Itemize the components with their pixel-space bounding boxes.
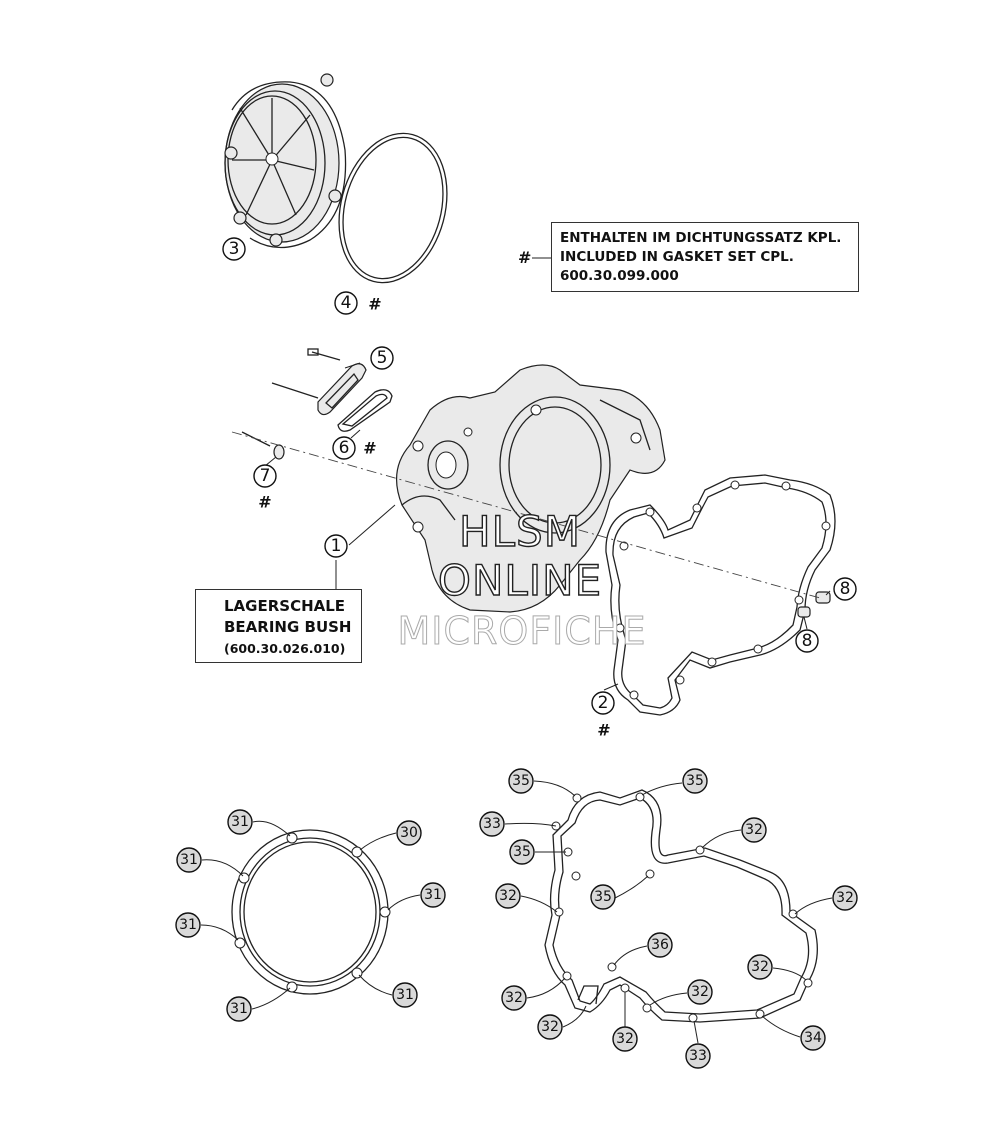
svg-text:31: 31 xyxy=(231,814,249,830)
callout-32-lower-center: 32 xyxy=(687,979,713,1005)
callout-32-upper-right: 32 xyxy=(741,817,767,843)
svg-text:31: 31 xyxy=(424,887,442,903)
svg-text:2: 2 xyxy=(598,693,609,713)
watermark-line-3: MICROFICHE xyxy=(397,609,647,654)
callout-32-bottom-left: 32 xyxy=(537,1014,563,1040)
callout-36: 36 xyxy=(647,932,673,958)
gasket-note-marker: # xyxy=(518,248,532,267)
callout-part-4: 4 xyxy=(334,291,358,315)
callout-35-center: 35 xyxy=(590,884,616,910)
callout-33-upper: 33 xyxy=(479,811,505,837)
svg-text:31: 31 xyxy=(179,917,197,933)
callout-part-1: 1 xyxy=(324,534,348,558)
gasket-set-note: ENTHALTEN IM DICHTUNGSSATZ KPL. INCLUDED… xyxy=(551,222,859,292)
svg-text:35: 35 xyxy=(686,773,704,789)
cover-gasket-torque-drawing xyxy=(544,789,818,1023)
callout-31-top: 31 xyxy=(227,809,253,835)
gasket-note-line-1: ENTHALTEN IM DICHTUNGSSATZ KPL. xyxy=(560,230,842,246)
callout-part-6: 6 xyxy=(332,436,356,460)
callout-31-left-upper: 31 xyxy=(176,847,202,873)
svg-text:1: 1 xyxy=(331,536,342,556)
gasket-note-line-3: 600.30.099.000 xyxy=(560,268,679,284)
assembly-axis-line xyxy=(231,431,821,599)
hash-mark-part-2: # xyxy=(597,721,610,740)
svg-text:33: 33 xyxy=(483,816,501,832)
svg-text:35: 35 xyxy=(594,889,612,905)
svg-text:32: 32 xyxy=(499,888,517,904)
svg-text:30: 30 xyxy=(400,825,418,841)
svg-text:31: 31 xyxy=(180,852,198,868)
svg-text:32: 32 xyxy=(745,822,763,838)
hash-mark-part-4: # xyxy=(368,295,381,314)
callout-35-left: 35 xyxy=(509,839,535,865)
dowel-sleeve-drawing xyxy=(797,591,831,618)
callout-part-8-upper: 8 xyxy=(833,577,857,601)
clutch-gasket-torque-drawing xyxy=(231,829,391,995)
callout-35-top-left: 35 xyxy=(508,768,534,794)
callout-31-bottom-left: 31 xyxy=(226,996,252,1022)
small-gasket-drawing xyxy=(337,389,393,432)
callout-32-left: 32 xyxy=(495,883,521,909)
svg-text:32: 32 xyxy=(541,1019,559,1035)
clutch-cover-drawing xyxy=(224,73,347,249)
callout-31-right: 31 xyxy=(420,882,446,908)
svg-text:32: 32 xyxy=(505,990,523,1006)
svg-text:4: 4 xyxy=(341,293,352,313)
svg-text:8: 8 xyxy=(802,631,813,651)
svg-text:36: 36 xyxy=(651,937,669,953)
bush-note-line-1: LAGERSCHALE xyxy=(224,597,346,615)
callout-32-right-mid: 32 xyxy=(747,954,773,980)
gasket-note-line-2: INCLUDED IN GASKET SET CPL. xyxy=(560,249,794,265)
svg-text:33: 33 xyxy=(689,1048,707,1064)
hash-mark-part-6: # xyxy=(363,439,376,458)
callout-part-5: 5 xyxy=(370,346,394,370)
svg-text:6: 6 xyxy=(339,438,350,458)
svg-text:35: 35 xyxy=(512,773,530,789)
watermark-line-2: ONLINE xyxy=(437,555,603,605)
svg-text:32: 32 xyxy=(616,1031,634,1047)
svg-text:32: 32 xyxy=(836,890,854,906)
small-cover-drawing xyxy=(271,348,367,416)
callout-32-far-right: 32 xyxy=(832,885,858,911)
svg-text:5: 5 xyxy=(377,348,388,368)
callout-34: 34 xyxy=(800,1025,826,1051)
callout-32-lower-left: 32 xyxy=(501,985,527,1011)
callout-part-2: 2 xyxy=(591,691,615,715)
o-ring-drawing xyxy=(338,132,448,284)
svg-text:35: 35 xyxy=(513,844,531,860)
watermark-line-1: HLSM xyxy=(458,506,581,556)
callout-32-bottom-center: 32 xyxy=(612,1026,638,1052)
callout-31-bottom-right: 31 xyxy=(392,982,418,1008)
callout-part-8-lower: 8 xyxy=(795,629,819,653)
svg-text:7: 7 xyxy=(260,466,271,486)
callout-part-7: 7 xyxy=(253,464,277,488)
callout-31-left-lower: 31 xyxy=(175,912,201,938)
callout-35-top-right: 35 xyxy=(682,768,708,794)
svg-text:3: 3 xyxy=(229,239,240,259)
leader-lines xyxy=(200,257,833,1044)
svg-text:8: 8 xyxy=(840,579,851,599)
main-cover-drawing xyxy=(396,364,666,613)
svg-text:32: 32 xyxy=(691,984,709,1000)
svg-text:31: 31 xyxy=(230,1001,248,1017)
callout-part-3: 3 xyxy=(222,237,246,261)
svg-text:31: 31 xyxy=(396,987,414,1003)
callout-30: 30 xyxy=(396,820,422,846)
callout-33-bottom: 33 xyxy=(685,1043,711,1069)
bush-note-line-2: BEARING BUSH xyxy=(224,618,352,636)
svg-text:32: 32 xyxy=(751,959,769,975)
bearing-bush-note: LAGERSCHALE BEARING BUSH (600.30.026.010… xyxy=(195,589,362,663)
hash-mark-part-7: # xyxy=(258,493,271,512)
screw-washer-drawing xyxy=(241,431,285,460)
bush-note-line-3: (600.30.026.010) xyxy=(224,641,346,656)
cover-gasket-drawing xyxy=(605,474,836,716)
svg-text:34: 34 xyxy=(804,1030,822,1046)
